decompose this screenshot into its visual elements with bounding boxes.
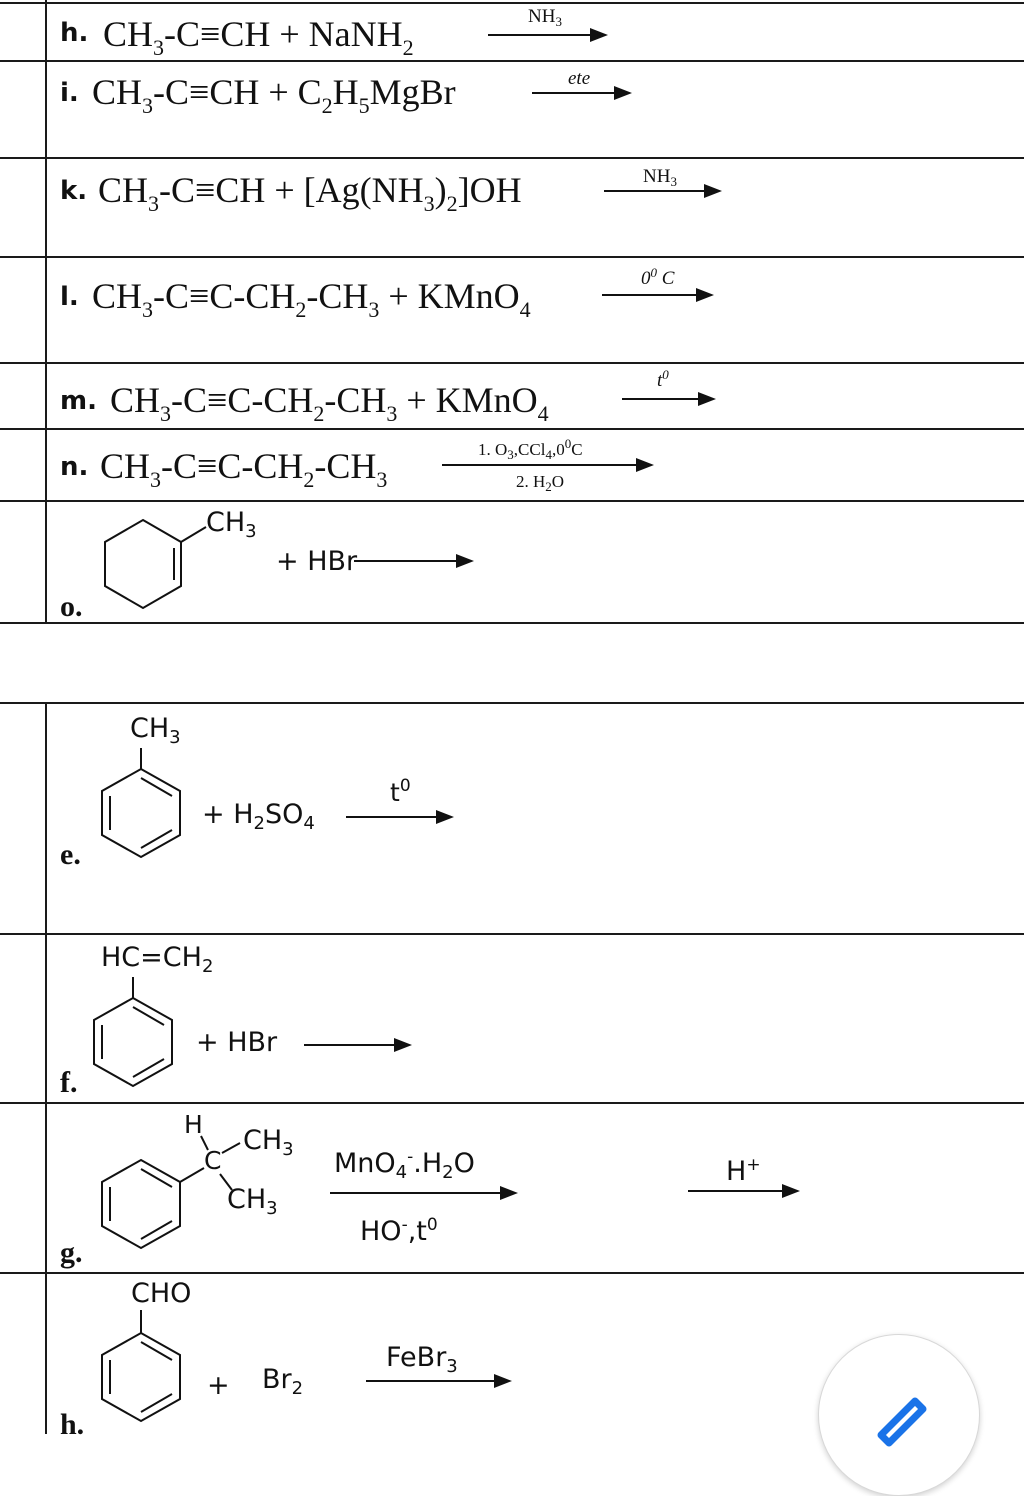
reaction-condition: 00 C [641,265,675,289]
benzaldehyde-structure [101,1310,181,1423]
reaction-arrow [488,28,608,42]
table-border [0,500,1024,502]
reaction-arrow [532,86,632,100]
reaction-condition: NH3 [528,6,562,29]
table-border [0,622,1024,624]
reaction-arrow [346,810,456,824]
equation: CH3-C≡CH + [Ag(NH3)2]OH [98,170,522,216]
row-label: i. [60,78,79,108]
table-border [0,702,1024,704]
row-label: m. [60,386,97,416]
reaction-arrow [622,392,716,406]
atom-h: H [184,1110,203,1139]
reaction-arrow [604,184,724,198]
styrene-structure [93,977,173,1088]
reagent: + HBr [196,1027,278,1058]
toluene-structure [101,748,181,859]
row-label: k. [60,176,88,206]
row-label: o. [60,590,83,623]
table-border [0,1272,1024,1274]
row-label: l. [60,282,79,312]
row-label: n. [60,452,89,482]
reaction-condition-bottom: 2. H2O [516,472,565,494]
row-label: e. [60,838,81,871]
table-border [0,256,1024,258]
reaction-condition: ete [568,68,591,89]
table-border [45,0,47,624]
reaction-arrow [304,1038,414,1052]
reagent: + HBr [276,546,358,577]
reaction-condition-bottom: HO-,t0 [360,1215,438,1247]
reaction-arrow [366,1374,514,1388]
table-border [0,428,1024,430]
reaction-arrow-2 [688,1184,802,1198]
reaction-condition-2: H+ [726,1155,761,1187]
atom-c: C [204,1146,222,1175]
table-border [0,933,1024,935]
plus-sign: + [207,1370,230,1401]
reaction-condition-top: 1. O3,CCl4,00C [478,436,583,462]
equation: CH3-C≡C-CH2-CH3 + KMnO4 [110,380,549,426]
reaction-arrow [602,288,716,302]
row-label: h. [60,18,89,48]
reaction-arrow [354,554,476,568]
reagent: Br2 [262,1364,304,1399]
reagent: + H2SO4 [202,799,315,834]
table-border [0,362,1024,364]
table-border [0,60,1024,62]
table-border [0,1102,1024,1104]
methyl-bottom: CH3 [227,1184,278,1219]
table-border [0,157,1024,159]
edit-pencil-icon [877,1397,927,1447]
table-border [45,702,47,1434]
reaction-condition: t0 [657,367,669,391]
cumene-structure [101,1135,241,1250]
row-label: f. [60,1066,78,1099]
equation: CH3-C≡CH + C2H5MgBr [92,72,456,118]
row-label: g. [60,1236,83,1269]
equation: CH3-C≡CH + NaNH2 [103,14,414,60]
substituent-label: CHO [131,1278,192,1309]
substituent-label: HC=CH2 [101,942,214,977]
reaction-condition: FeBr3 [386,1342,458,1377]
reaction-condition: t0 [390,776,411,807]
reaction-arrow [442,458,656,472]
reaction-condition-top: MnO4-.H2O [334,1147,475,1183]
methylcyclohexene-structure [104,518,207,610]
table-border [0,2,1024,4]
substituent-label: CH3 [130,713,181,748]
equation: CH3-C≡C-CH2-CH3 + KMnO4 [92,276,531,322]
methyl-top: CH3 [243,1125,294,1160]
edit-button[interactable] [818,1334,980,1496]
substituent-label: CH3 [206,507,257,542]
reaction-condition: NH3 [643,166,677,189]
reaction-arrow [330,1186,520,1200]
equation: CH3-C≡C-CH2-CH3 [100,446,388,492]
